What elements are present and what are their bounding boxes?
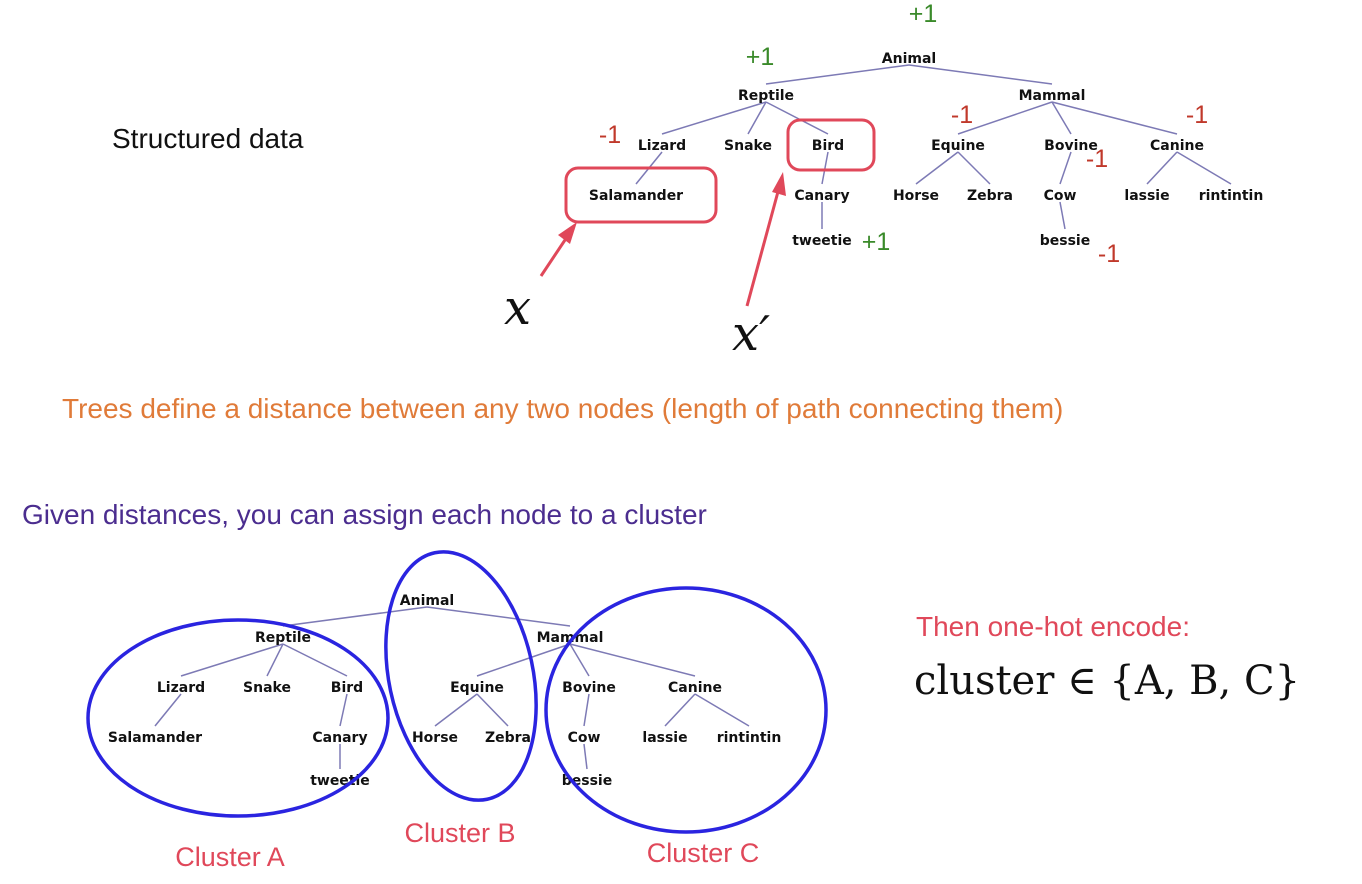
x-arrowhead — [558, 222, 577, 244]
structured-data-label: Structured data — [112, 123, 304, 154]
bottom-edge-mammal-equine — [476, 643, 571, 677]
top-node-lassie: lassie — [1124, 188, 1169, 204]
top-node-reptile: Reptile — [738, 88, 794, 104]
cluster-a-label: Cluster A — [175, 842, 285, 872]
distance-caption: Trees define a distance between any two … — [62, 393, 1063, 424]
top-node-animal: Animal — [882, 51, 936, 67]
bottom-node-snake: Snake — [243, 680, 291, 696]
top-edge-cow-bessie — [1059, 201, 1066, 230]
bottom-edge-mammal-canine — [569, 643, 696, 677]
bottom-edge-bovine-cow — [583, 693, 590, 727]
top-node-bird: Bird — [812, 138, 844, 154]
top-node-mammal: Mammal — [1019, 88, 1086, 104]
bottom-node-lassie: lassie — [642, 730, 687, 746]
top-edge-reptile-bird — [765, 101, 829, 135]
top-node-canine: Canine — [1150, 138, 1204, 154]
bottom-edge-equine-horse — [434, 693, 478, 727]
bottom-node-cow: Cow — [568, 730, 601, 746]
top-edge-bovine-cow — [1059, 151, 1072, 185]
weight-lizard: -1 — [599, 121, 621, 149]
x-prime-arrowhead — [772, 172, 786, 196]
top-edge-bird-canary — [821, 151, 829, 185]
top-edge-mammal-bovine — [1051, 101, 1072, 135]
bottom-edge-bird-canary — [339, 693, 348, 727]
bottom-node-canine: Canine — [668, 680, 722, 696]
bottom-node-mammal: Mammal — [537, 630, 604, 646]
bottom-node-tweetie: tweetie — [310, 773, 370, 789]
top-node-canary: Canary — [794, 188, 849, 204]
bottom-edge-animal-reptile — [282, 606, 428, 627]
cluster-b-label: Cluster B — [404, 818, 515, 848]
bottom-node-lizard: Lizard — [157, 680, 205, 696]
bottom-edge-lizard-salamander — [154, 693, 182, 727]
top-edge-equine-zebra — [957, 151, 991, 185]
top-node-rintintin: rintintin — [1199, 188, 1264, 204]
top-edge-reptile-lizard — [661, 101, 767, 135]
bottom-edge-reptile-lizard — [180, 643, 284, 677]
cluster-c-ellipse — [544, 586, 828, 834]
salamander-highlight — [564, 166, 718, 224]
top-node-cow: Cow — [1044, 188, 1077, 204]
bottom-edge-reptile-bird — [282, 643, 348, 677]
math-x: x — [504, 280, 531, 336]
bottom-edge-canine-lassie — [664, 693, 696, 727]
top-node-salamander: Salamander — [589, 188, 683, 204]
bottom-node-reptile: Reptile — [255, 630, 311, 646]
x-arrow — [539, 236, 569, 277]
math-x-prime: x′ — [732, 306, 770, 362]
bottom-node-rintintin: rintintin — [717, 730, 782, 746]
weight-bovine: -1 — [1086, 145, 1108, 173]
path-weights: +1 +1 -1 -1 -1 -1 +1 -1 — [599, 0, 1208, 268]
bottom-node-animal: Animal — [400, 593, 454, 609]
top-edge-animal-reptile — [765, 64, 910, 85]
top-node-horse: Horse — [893, 188, 939, 204]
cluster-a-ellipse — [86, 618, 390, 818]
x-prime-arrow — [745, 187, 781, 307]
bottom-node-bird: Bird — [331, 680, 363, 696]
encode-caption: Then one-hot encode: — [916, 611, 1190, 642]
bottom-node-zebra: Zebra — [485, 730, 531, 746]
weight-bessie: -1 — [1098, 240, 1120, 268]
top-edge-canine-lassie — [1146, 151, 1178, 185]
weight-tweetie: +1 — [862, 228, 891, 256]
encode-formula: cluster ∈ {A, B, C} — [914, 658, 1300, 704]
cluster-caption: Given distances, you can assign each nod… — [22, 499, 707, 530]
top-edge-animal-mammal — [908, 64, 1053, 85]
bottom-edge-equine-zebra — [476, 693, 509, 727]
bottom-edge-reptile-snake — [266, 643, 284, 677]
bottom-edge-mammal-bovine — [569, 643, 590, 677]
top-edge-equine-horse — [915, 151, 959, 185]
weight-reptile: +1 — [746, 43, 775, 71]
top-edge-mammal-canine — [1051, 101, 1178, 135]
weight-canine: -1 — [1186, 101, 1208, 129]
top-node-equine: Equine — [931, 138, 985, 154]
bottom-node-horse: Horse — [412, 730, 458, 746]
top-edge-reptile-snake — [747, 101, 767, 135]
top-node-bessie: bessie — [1040, 233, 1090, 249]
weight-equine: -1 — [951, 101, 973, 129]
top-edge-mammal-equine — [957, 101, 1053, 135]
bottom-node-equine: Equine — [450, 680, 504, 696]
bottom-node-canary: Canary — [312, 730, 367, 746]
top-node-bovine: Bovine — [1044, 138, 1098, 154]
top-edge-canine-rintintin — [1176, 151, 1232, 185]
weight-animal: +1 — [909, 0, 938, 28]
bottom-node-salamander: Salamander — [108, 730, 202, 746]
bottom-edge-cow-bessie — [583, 743, 588, 770]
top-node-tweetie: tweetie — [792, 233, 852, 249]
top-node-snake: Snake — [724, 138, 772, 154]
cluster-c-label: Cluster C — [647, 838, 760, 868]
bottom-node-bovine: Bovine — [562, 680, 616, 696]
cluster-b-ellipse — [384, 550, 538, 802]
top-node-lizard: Lizard — [638, 138, 686, 154]
bird-highlight — [786, 118, 876, 172]
bottom-edge-animal-mammal — [426, 606, 571, 627]
top-node-zebra: Zebra — [967, 188, 1013, 204]
bottom-edge-canine-rintintin — [694, 693, 750, 727]
